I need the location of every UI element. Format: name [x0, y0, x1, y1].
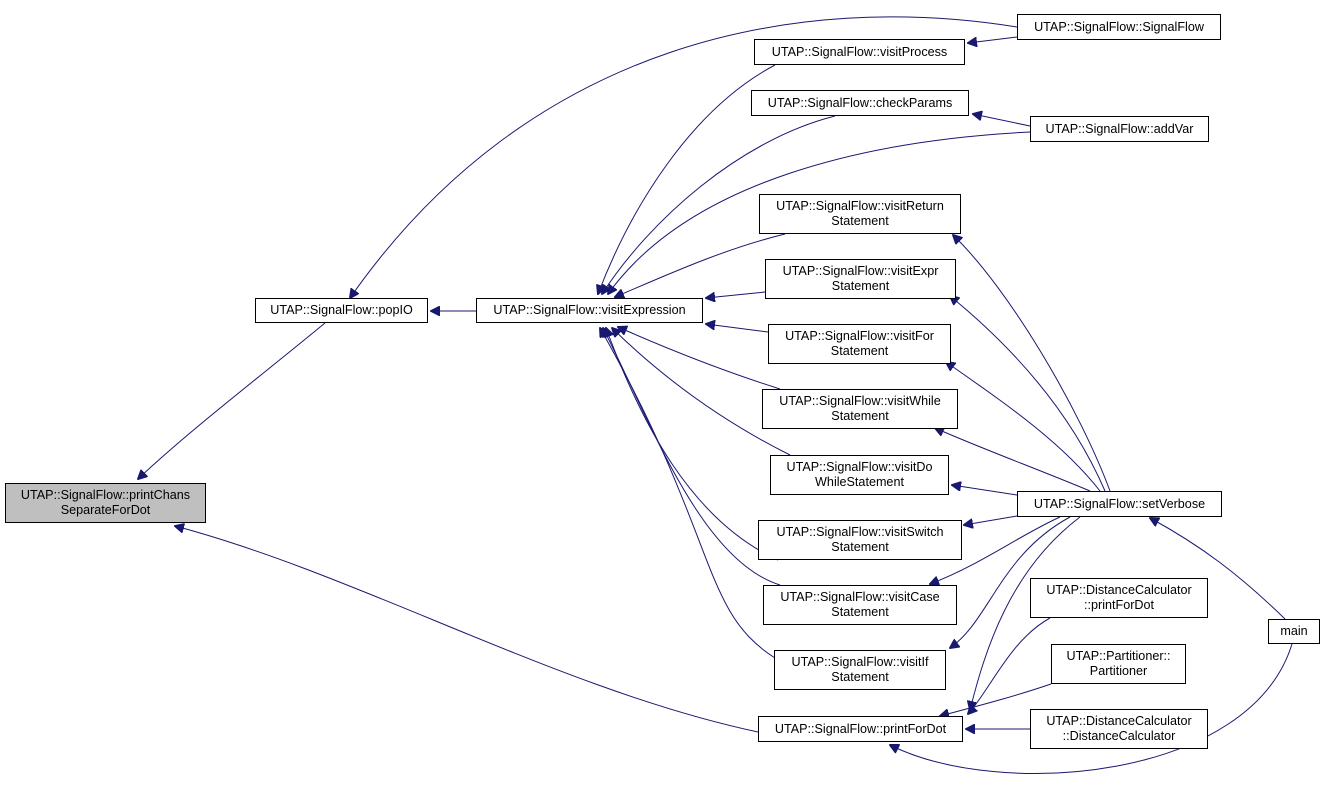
node-visit-for-line-2: Statement	[830, 344, 889, 358]
edge-setVerbose-to-visitDo	[952, 485, 1018, 496]
edge-setVerbose-to-visitCase	[930, 516, 1061, 584]
edge-popIO-to-printChans	[138, 322, 326, 479]
call-edges	[138, 16, 1293, 774]
edge-addVar-to-visitExpression	[608, 131, 1031, 294]
node-visit-if-statement[interactable]: UTAP::SignalFlow::visitIf Statement	[774, 650, 946, 690]
edge-visitWhile-to-visitExpression	[618, 327, 781, 390]
node-main-label: main	[1280, 624, 1308, 638]
node-set-verbose[interactable]: UTAP::SignalFlow::setVerbose	[1017, 491, 1222, 517]
node-visit-expr-statement[interactable]: UTAP::SignalFlow::visitExpr Statement	[765, 259, 956, 299]
node-print-chans-line-1: UTAP::SignalFlow::printChans	[20, 488, 191, 502]
node-visit-expression[interactable]: UTAP::SignalFlow::visitExpression	[476, 298, 703, 323]
node-visit-return-line-2: Statement	[831, 214, 889, 228]
node-add-var-label: UTAP::SignalFlow::addVar	[1045, 121, 1194, 136]
edge-checkParams-to-visitExpression	[602, 115, 836, 294]
node-visit-do-while-statement[interactable]: UTAP::SignalFlow::visitDo WhileStatement	[770, 455, 949, 495]
node-visit-case-line-1: UTAP::SignalFlow::visitCase	[780, 590, 940, 604]
node-add-var[interactable]: UTAP::SignalFlow::addVar	[1030, 116, 1209, 142]
node-check-params-label: UTAP::SignalFlow::checkParams	[767, 95, 953, 110]
edge-visitDo-to-visitExpression	[612, 328, 791, 456]
node-main[interactable]: main	[1268, 619, 1320, 644]
node-visit-do-line-2: WhileStatement	[815, 475, 904, 489]
node-partitioner-constructor[interactable]: UTAP::Partitioner:: Partitioner	[1051, 644, 1186, 684]
edge-visitExpr-to-visitExpression	[706, 291, 766, 298]
node-dc-print-for-dot-line-2: ::printForDot	[1084, 598, 1154, 612]
edge-printForDot-to-printChans	[175, 526, 759, 733]
node-distance-calculator-constructor[interactable]: UTAP::DistanceCalculator ::DistanceCalcu…	[1030, 709, 1208, 749]
node-visit-for-statement[interactable]: UTAP::SignalFlow::visitFor Statement	[768, 324, 951, 364]
node-visit-while-statement[interactable]: UTAP::SignalFlow::visitWhile Statement	[762, 389, 958, 429]
edge-setVerbose-to-visitExpr	[950, 296, 1106, 492]
node-visit-case-statement[interactable]: UTAP::SignalFlow::visitCase Statement	[763, 585, 957, 625]
edge-setVerbose-to-visitFor	[946, 362, 1101, 492]
node-visit-process-label: UTAP::SignalFlow::visitProcess	[771, 44, 948, 59]
node-visit-expression-label: UTAP::SignalFlow::visitExpression	[493, 303, 686, 317]
edge-partitionerCtor-to-printForDot	[940, 683, 1052, 716]
node-set-verbose-label: UTAP::SignalFlow::setVerbose	[1033, 496, 1206, 511]
edge-visitReturn-to-visitExpression	[615, 233, 786, 297]
node-pop-io[interactable]: UTAP::SignalFlow::popIO	[255, 298, 428, 323]
node-visit-expr-line-2: Statement	[831, 279, 890, 293]
node-visit-do-line-1: UTAP::SignalFlow::visitDo	[786, 460, 933, 474]
node-dc-ctor-line-1: UTAP::DistanceCalculator	[1046, 714, 1192, 728]
node-check-params[interactable]: UTAP::SignalFlow::checkParams	[751, 90, 969, 116]
node-visit-expr-line-1: UTAP::SignalFlow::visitExpr	[782, 264, 939, 278]
node-distance-calculator-print-for-dot[interactable]: UTAP::DistanceCalculator ::printForDot	[1030, 578, 1208, 618]
node-print-chans-separate-for-dot: UTAP::SignalFlow::printChans SeparateFor…	[5, 483, 206, 523]
node-print-for-dot[interactable]: UTAP::SignalFlow::printForDot	[758, 716, 963, 742]
node-partitioner-line-2: Partitioner	[1089, 664, 1148, 678]
edge-signalFlowCtor-to-popIO	[350, 16, 1018, 298]
node-partitioner-line-1: UTAP::Partitioner::	[1066, 649, 1171, 663]
node-visit-return-statement[interactable]: UTAP::SignalFlow::visitReturn Statement	[759, 194, 961, 234]
node-dc-print-for-dot-line-1: UTAP::DistanceCalculator	[1046, 583, 1192, 597]
edge-addVar-to-checkParams	[973, 114, 1031, 127]
node-visit-while-line-1: UTAP::SignalFlow::visitWhile	[779, 394, 941, 408]
node-pop-io-label: UTAP::SignalFlow::popIO	[270, 303, 413, 317]
node-print-for-dot-label: UTAP::SignalFlow::printForDot	[774, 721, 947, 736]
edge-visitSwitch-to-visitExpression	[606, 328, 779, 561]
node-signal-flow-constructor-label: UTAP::SignalFlow::SignalFlow	[1034, 19, 1204, 34]
node-visit-case-line-2: Statement	[831, 605, 889, 619]
edge-visitCase-to-visitExpression	[603, 328, 781, 586]
edge-setVerbose-to-visitReturn	[953, 235, 1111, 492]
node-visit-if-line-2: Statement	[831, 670, 889, 684]
edge-setVerbose-to-visitSwitch	[964, 515, 1018, 525]
node-visit-switch-line-1: UTAP::SignalFlow::visitSwitch	[776, 525, 944, 539]
node-visit-switch-statement[interactable]: UTAP::SignalFlow::visitSwitch Statement	[758, 520, 962, 560]
node-visit-switch-line-2: Statement	[831, 540, 889, 554]
edge-setVerbose-to-printForDot	[970, 516, 1081, 710]
node-visit-process[interactable]: UTAP::SignalFlow::visitProcess	[754, 39, 965, 65]
edge-signalFlowCtor-to-visitProcess	[968, 36, 1018, 43]
edge-visitIf-to-visitExpression	[600, 328, 776, 659]
node-visit-for-line-1: UTAP::SignalFlow::visitFor	[785, 329, 934, 343]
edge-visitProcess-to-visitExpression	[598, 64, 776, 294]
edge-main-to-printForDot	[890, 643, 1293, 774]
edge-dcPrintForDot-to-printForDot	[968, 617, 1051, 714]
edge-main-to-setVerbose	[1150, 518, 1286, 620]
node-signal-flow-constructor[interactable]: UTAP::SignalFlow::SignalFlow	[1017, 14, 1221, 40]
node-visit-if-line-1: UTAP::SignalFlow::visitIf	[791, 655, 929, 669]
node-dc-ctor-line-2: ::DistanceCalculator	[1062, 729, 1176, 743]
node-visit-while-line-2: Statement	[831, 409, 889, 423]
edge-setVerbose-to-visitWhile	[935, 428, 1091, 492]
edge-setVerbose-to-visitIf	[950, 516, 1071, 648]
edge-visitFor-to-visitExpression	[706, 324, 769, 333]
node-visit-return-line-1: UTAP::SignalFlow::visitReturn	[776, 199, 944, 213]
node-print-chans-line-2: SeparateForDot	[60, 503, 151, 517]
